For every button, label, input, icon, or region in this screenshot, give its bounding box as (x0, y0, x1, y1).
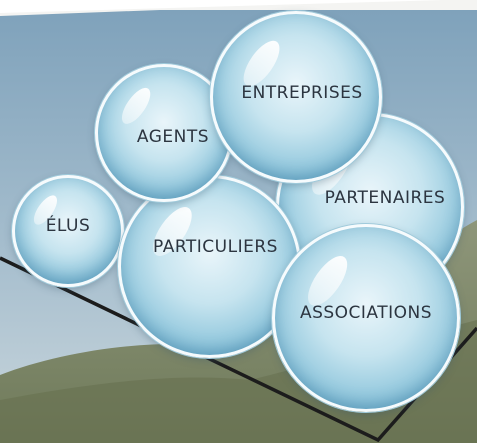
bubble-label-entreprises: ENTREPRISES (241, 83, 363, 103)
bubble-associations: ASSOCIATIONS (272, 224, 460, 412)
hillside-shade (0, 320, 477, 443)
bubble-label-elus: ÉLUS (45, 216, 91, 236)
bubble-particuliers: PARTICULIERS (118, 175, 301, 358)
bubble-entreprises: ENTREPRISES (210, 11, 382, 183)
bubble-label-partenaires: PARTENAIRES (324, 188, 446, 208)
bubble-label-associations: ASSOCIATIONS (299, 303, 433, 323)
bubble-label-agents: AGENTS (136, 127, 210, 147)
bubble-elus: ÉLUS (12, 175, 124, 287)
top-edge (0, 0, 477, 13)
bubble-label-particuliers: PARTICULIERS (153, 236, 278, 257)
bubble-highlight (116, 83, 156, 130)
